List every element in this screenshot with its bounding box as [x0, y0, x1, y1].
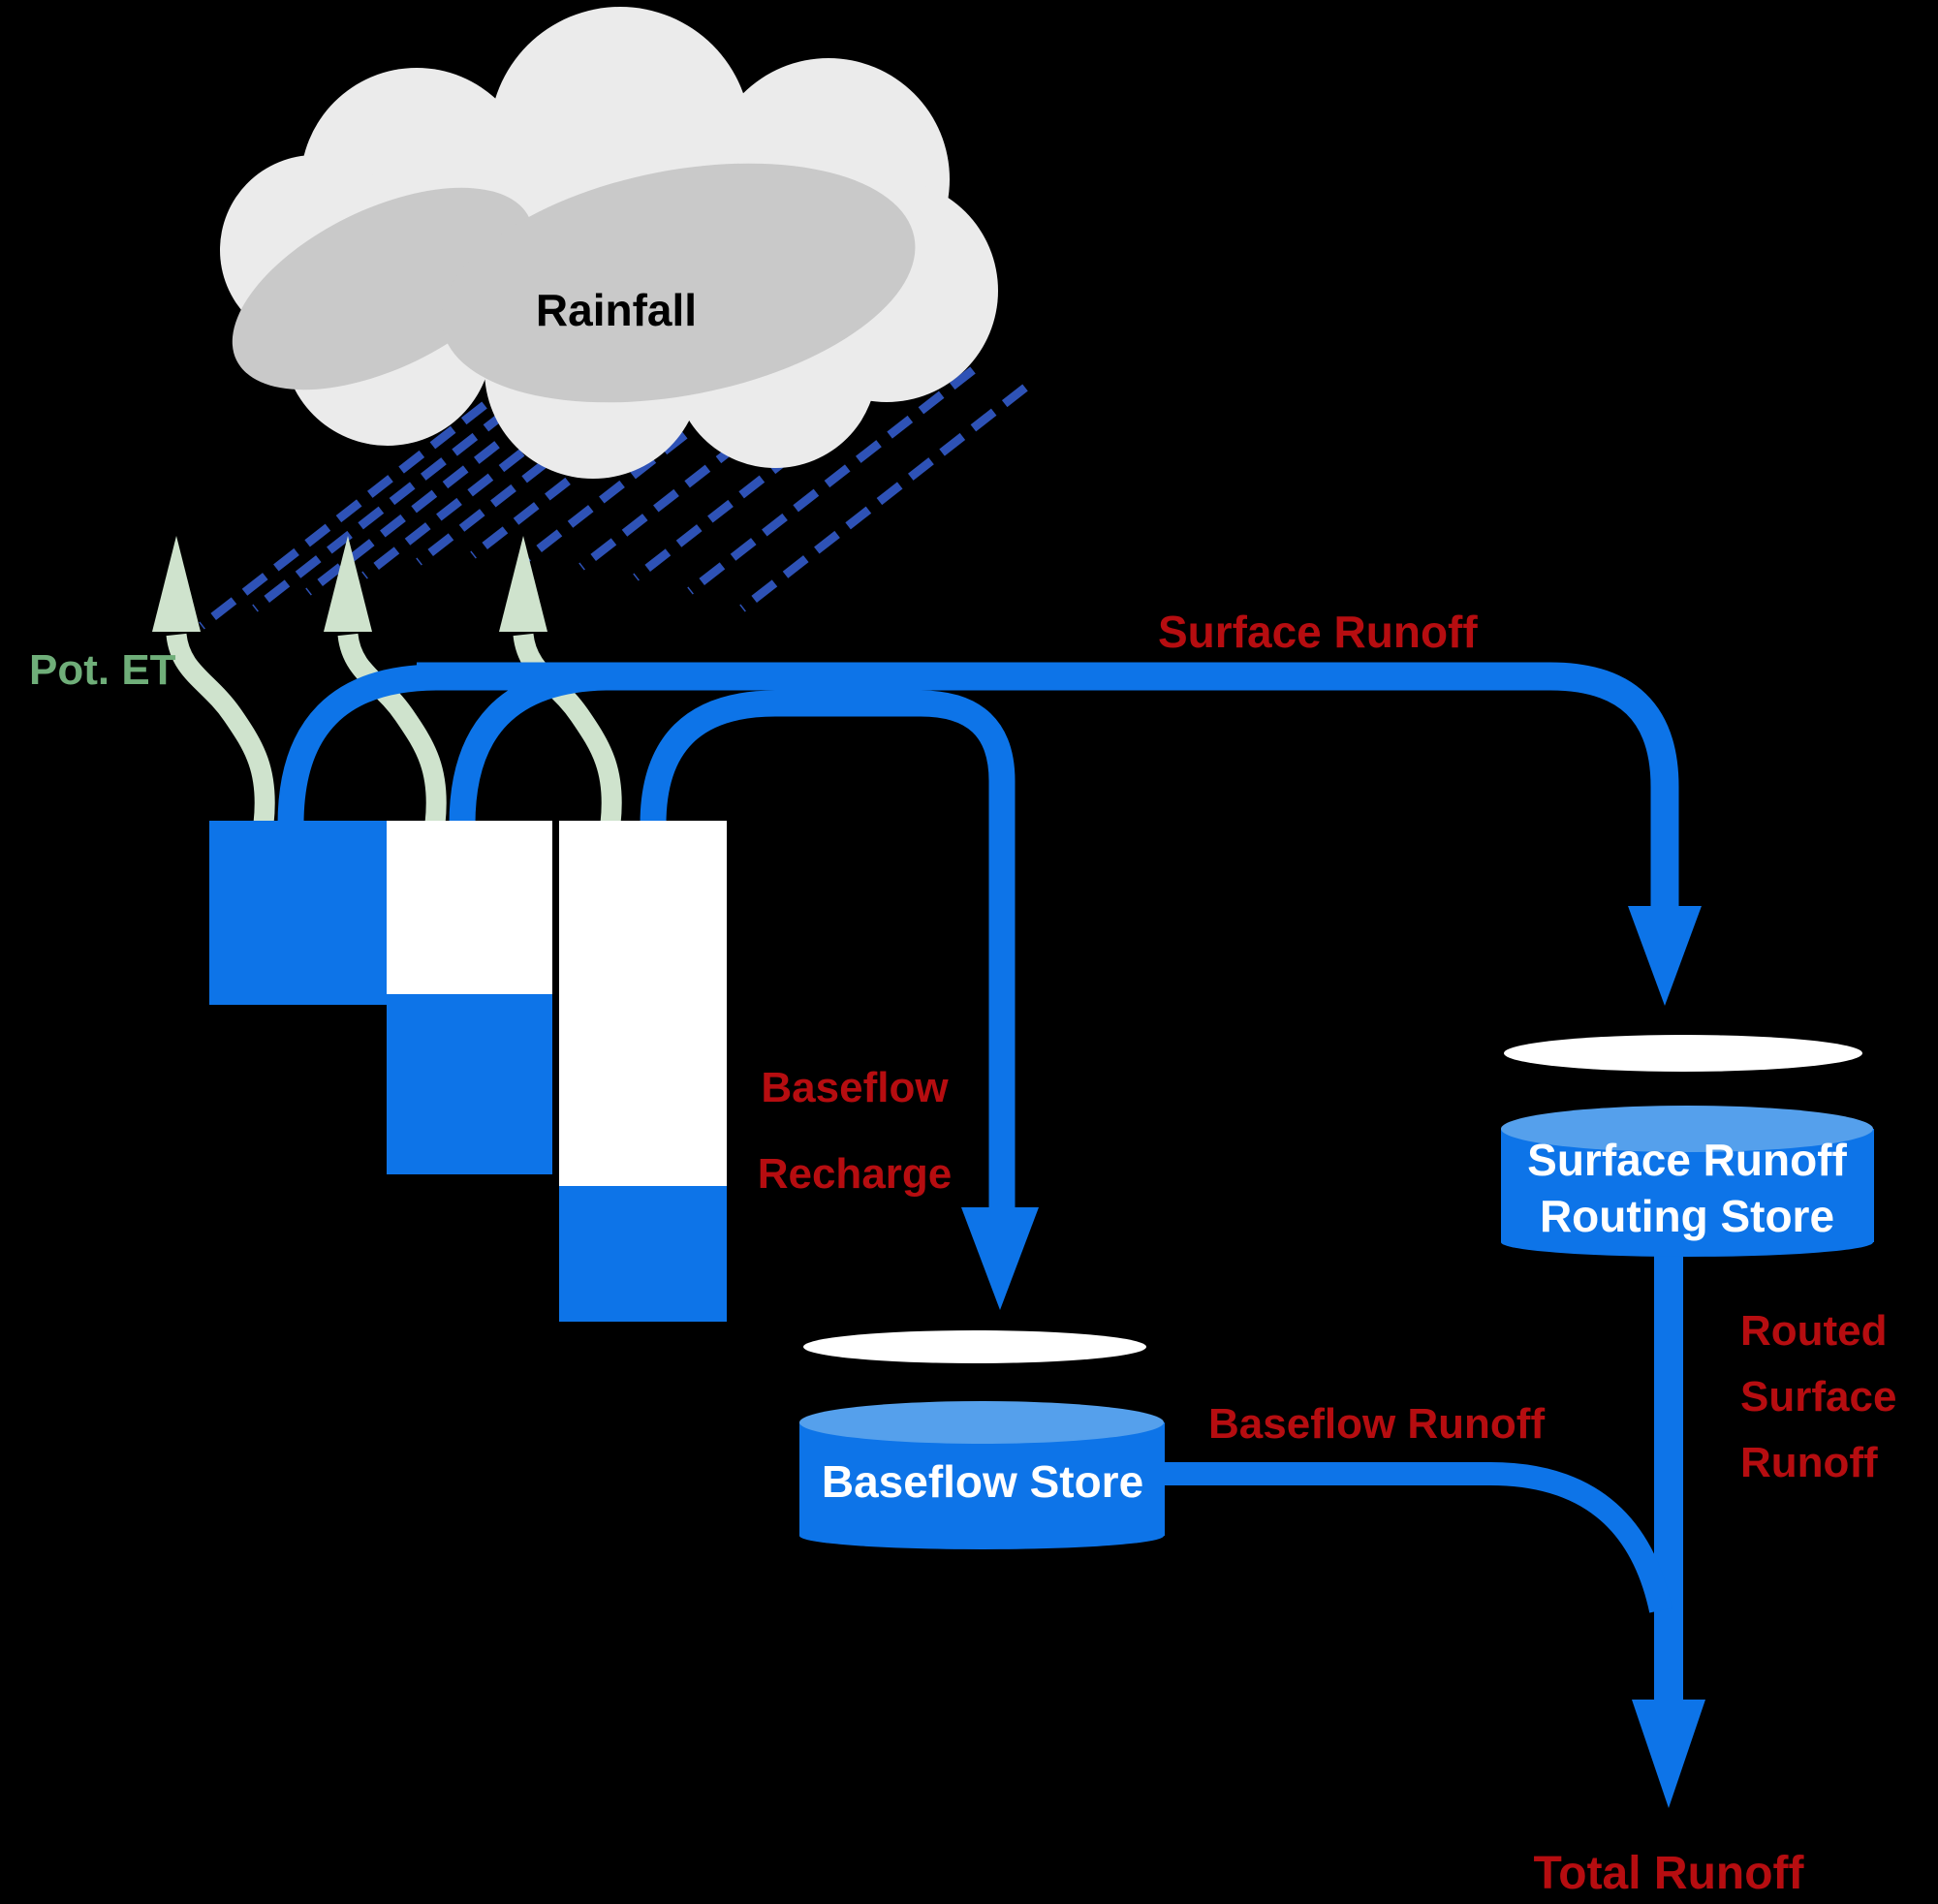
bucket2-runoff-pipe: [449, 664, 607, 826]
rainfall-label: Rainfall: [535, 285, 698, 335]
surface-runoff-routing-store-cylinder: [1501, 1035, 1874, 1257]
surface-runoff-routing-store-label: Surface Runoff Routing Store: [1527, 1135, 1847, 1241]
surface-runoff-arrowhead-icon: [1628, 906, 1702, 1006]
bucket-1-water-fill: [209, 821, 387, 1005]
baseflow-store-label: Baseflow Store: [821, 1456, 1144, 1507]
surface-runoff-label: Surface Runoff: [1158, 607, 1478, 657]
baseflow-store-opening-icon: [803, 1330, 1146, 1363]
total-runoff-label: Total Runoff: [1533, 1848, 1804, 1899]
cloud-shading: [232, 163, 916, 403]
flow-pipes: [277, 662, 1705, 1808]
routing-store-opening-icon: [1504, 1035, 1862, 1072]
routed-surface-runoff-label: Routed Surface Runoff: [1740, 1307, 1897, 1486]
pot-et-arrows-icon: [152, 536, 622, 826]
baseflow-store-cylinder: [799, 1330, 1165, 1549]
bucket-2-water-fill: [387, 994, 552, 1174]
soil-moisture-buckets: [209, 821, 727, 1322]
rain-cloud-icon: [220, 7, 998, 479]
bucket1-runoff-pipe: [277, 664, 437, 826]
pot-et-label: Pot. ET: [29, 646, 176, 694]
baseflow-recharge-arrowhead-icon: [961, 1207, 1039, 1310]
total-runoff-arrowhead-icon: [1632, 1700, 1705, 1808]
bucket-3-water-fill: [559, 1186, 727, 1322]
baseflow-runoff-pipe: [1161, 1462, 1672, 1613]
surface-runoff-pipe: [417, 662, 1679, 911]
baseflow-recharge-label: Baseflow Recharge: [757, 1064, 953, 1198]
baseflow-runoff-label: Baseflow Runoff: [1208, 1400, 1546, 1448]
baseflow-recharge-pipe: [640, 690, 1016, 1213]
